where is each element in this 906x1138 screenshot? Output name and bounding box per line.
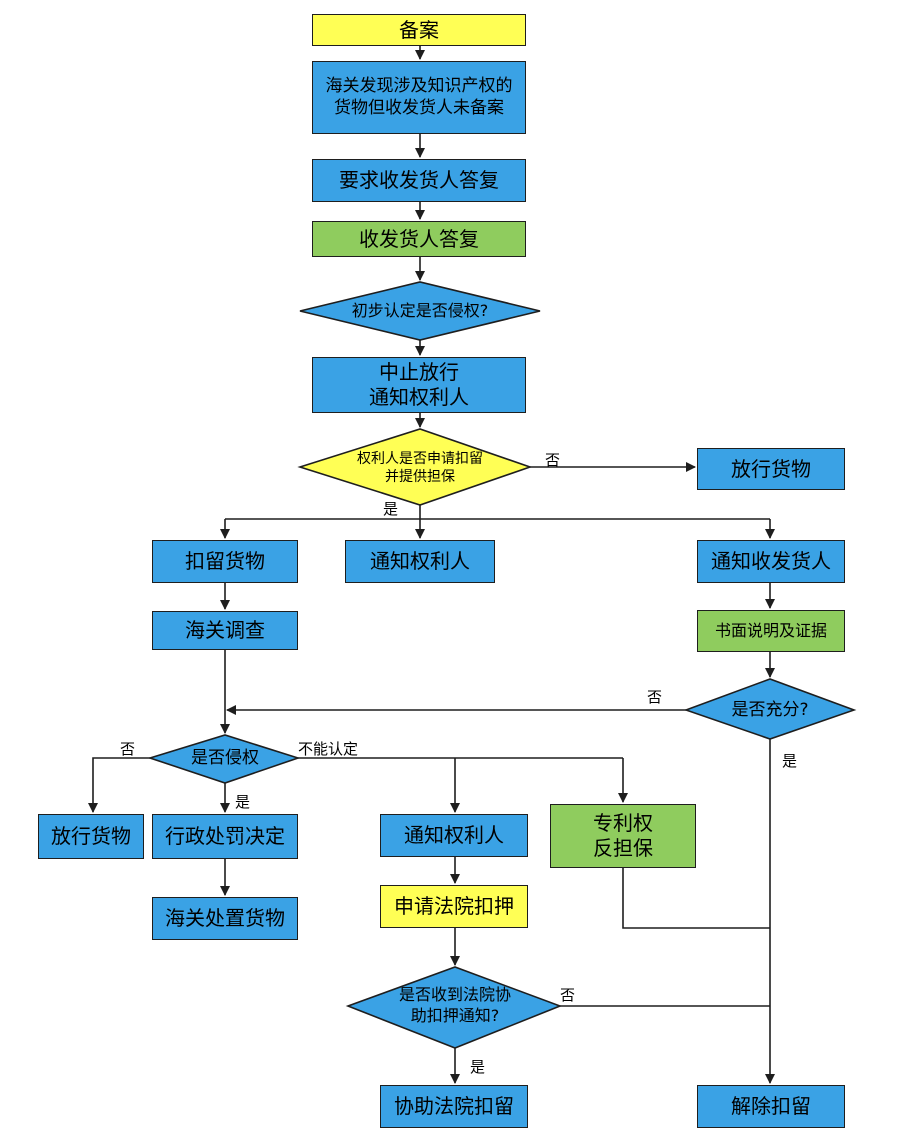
label-court-yes: 是 bbox=[470, 1058, 486, 1076]
node-release-goods-top: 放行货物 bbox=[697, 448, 845, 490]
label-court-no: 否 bbox=[560, 986, 576, 1004]
label-infringe-undetermined: 不能认定 bbox=[298, 740, 359, 758]
node-customs-find: 海关发现涉及知识产权的 货物但收发货人未备案 bbox=[312, 61, 526, 134]
diamond-holder-label: 权利人是否申请扣留 并提供担保 bbox=[357, 450, 483, 485]
node-apply-court: 申请法院扣押 bbox=[380, 885, 528, 928]
node-filing: 备案 bbox=[312, 14, 526, 46]
node-suspend-release: 中止放行 通知权利人 bbox=[312, 357, 526, 413]
diamond-sufficient-label: 是否充分? bbox=[731, 699, 809, 720]
label-infringe-no: 否 bbox=[120, 740, 136, 758]
node-notify-holder-low: 通知权利人 bbox=[380, 814, 528, 857]
node-detain-goods: 扣留货物 bbox=[152, 540, 298, 583]
node-request-reply: 要求收发货人答复 bbox=[312, 159, 526, 202]
diamond-notice-shape bbox=[345, 966, 563, 1049]
node-release-goods-left: 放行货物 bbox=[38, 814, 144, 859]
node-notify-consignee: 通知收发货人 bbox=[697, 540, 845, 583]
node-notify-holder-mid: 通知权利人 bbox=[345, 540, 495, 583]
node-written-evidence: 书面说明及证据 bbox=[697, 610, 845, 652]
label-sufficient-no: 否 bbox=[647, 688, 663, 706]
label-infringe-yes: 是 bbox=[235, 793, 251, 811]
label-holder-yes: 是 bbox=[383, 500, 399, 518]
diamond-infringe-label: 是否侵权 bbox=[191, 747, 259, 768]
diamond-prelim-label: 初步认定是否侵权? bbox=[351, 300, 489, 320]
node-consignee-reply: 收发货人答复 bbox=[312, 221, 526, 257]
node-patent-counter: 专利权 反担保 bbox=[550, 804, 696, 868]
label-sufficient-yes: 是 bbox=[782, 752, 798, 770]
diamond-prelim-shape bbox=[299, 281, 541, 341]
node-admin-penalty: 行政处罚决定 bbox=[152, 814, 298, 859]
node-customs-investigation: 海关调查 bbox=[152, 611, 298, 650]
diamond-holder-shape bbox=[297, 428, 533, 506]
edge-infringe-no bbox=[88, 757, 150, 813]
diamond-notice-label: 是否收到法院协 助扣押通知? bbox=[398, 985, 511, 1025]
node-customs-dispose: 海关处置货物 bbox=[152, 897, 298, 940]
diamond-sufficient-shape bbox=[683, 678, 857, 740]
diamond-infringe-shape bbox=[147, 734, 301, 784]
edge-patent-to-lift bbox=[622, 868, 770, 929]
node-lift-detention: 解除扣留 bbox=[697, 1085, 845, 1128]
label-holder-no: 否 bbox=[545, 451, 561, 469]
node-assist-detain: 协助法院扣留 bbox=[380, 1085, 528, 1128]
